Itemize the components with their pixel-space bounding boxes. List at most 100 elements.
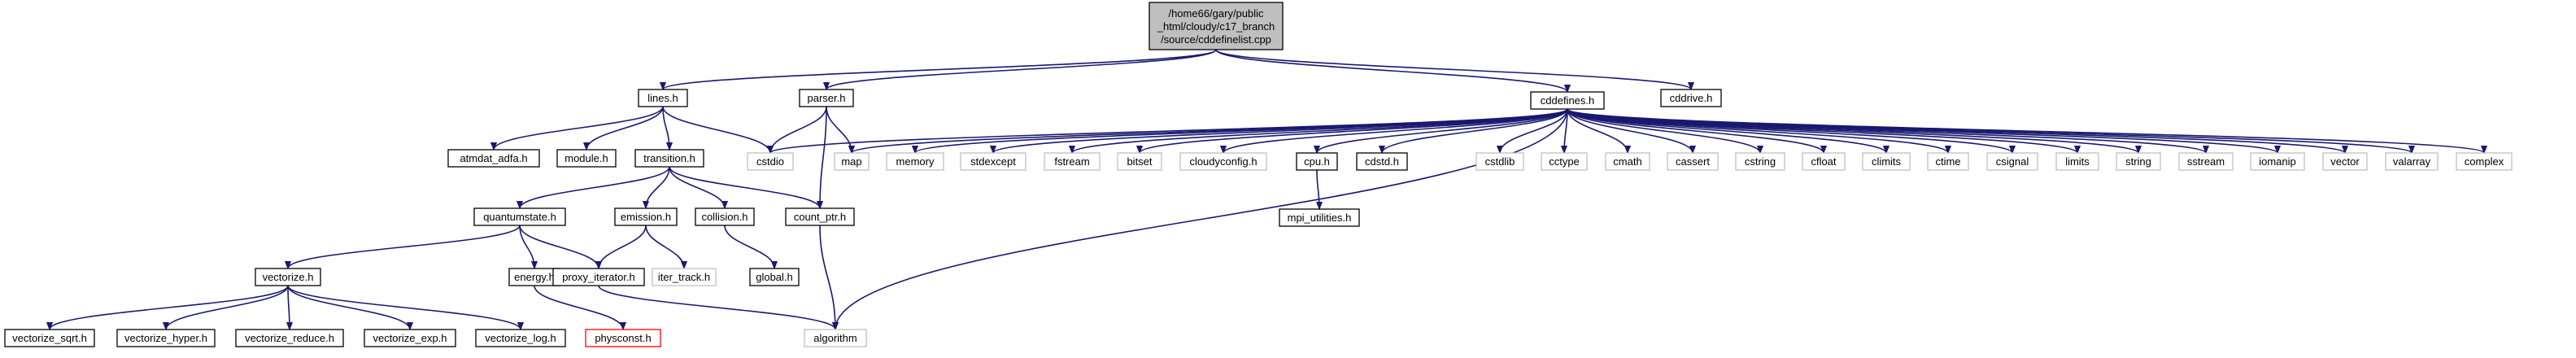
node-cloudyconfig[interactable]: cloudyconfig.h [1179, 152, 1267, 171]
node-v-sqrt[interactable]: vectorize_sqrt.h [4, 329, 95, 347]
node-algorithm[interactable]: algorithm [804, 329, 867, 347]
root-file-label-line-3: /source/cddefinelist.cpp [1161, 33, 1271, 46]
node-fstream[interactable]: fstream [1044, 152, 1101, 171]
node-ctime[interactable]: ctime [1927, 152, 1969, 171]
node-csignal[interactable]: csignal [1986, 152, 2038, 171]
edge-collision-to-global [724, 225, 774, 269]
edge-energy-to-physconst [534, 285, 623, 330]
node-cddefines[interactable]: cddefines.h [1530, 91, 1605, 110]
node-proxy-iterator[interactable]: proxy_iterator.h [552, 268, 645, 286]
edge-vectorize-to-v_log [287, 285, 521, 330]
node-box [652, 268, 717, 286]
node-box [1179, 152, 1267, 171]
node-string[interactable]: string [2116, 152, 2161, 171]
node-count-ptr[interactable]: count_ptr.h [785, 207, 855, 226]
node-cstdio[interactable]: cstdio [747, 152, 794, 171]
node-limits[interactable]: limits [2055, 152, 2099, 171]
node-bitset[interactable]: bitset [1117, 152, 1162, 171]
node-v-log[interactable]: vectorize_log.h [475, 329, 566, 347]
node-atmdat[interactable]: atmdat_adfa.h [447, 149, 540, 168]
node-label: iomanip [2259, 155, 2296, 168]
node-label: vectorize_reduce.h [245, 332, 334, 344]
node-box [834, 152, 870, 171]
node-box [799, 89, 854, 107]
node-global[interactable]: global.h [749, 268, 800, 286]
edge-cddefines-to-climits [1567, 108, 1886, 154]
edge-vectorize-to-v_hyper [166, 285, 289, 330]
node-emission[interactable]: emission.h [614, 207, 678, 226]
node-cddrive[interactable]: cddrive.h [1660, 89, 1722, 107]
node-iter-track[interactable]: iter_track.h [652, 268, 717, 286]
node-cpu[interactable]: cpu.h [1296, 152, 1338, 171]
edge-cddefines-to-algorithm [835, 108, 1568, 330]
node-climits[interactable]: climits [1862, 152, 1911, 171]
edge-cddefines-to-cpu [1317, 108, 1568, 154]
node-box [475, 329, 566, 347]
node-box [1279, 208, 1360, 227]
node-label: cassert [1676, 155, 1710, 168]
node-box [804, 329, 867, 347]
node-box [473, 207, 566, 226]
node-v-exp[interactable]: vectorize_exp.h [364, 329, 456, 347]
node-transition[interactable]: transition.h [634, 149, 704, 168]
edge-cddefines-to-cassert [1567, 108, 1693, 154]
edge-proxy_iterator-to-algorithm [598, 285, 835, 330]
node-lines[interactable]: lines.h [638, 89, 688, 107]
node-box [364, 329, 456, 347]
node-complex[interactable]: complex [2456, 152, 2513, 171]
node-v-reduce[interactable]: vectorize_reduce.h [235, 329, 344, 347]
node-box [1667, 152, 1719, 171]
node-box [1605, 152, 1650, 171]
node-module[interactable]: module.h [556, 149, 617, 168]
root-file-node[interactable]: /home66/gary/public _html/cloudy/c17_bra… [1149, 2, 1284, 50]
node-cmath[interactable]: cmath [1605, 152, 1650, 171]
node-iomanip[interactable]: iomanip [2250, 152, 2305, 171]
node-physconst[interactable]: physconst.h [585, 329, 661, 347]
node-cassert[interactable]: cassert [1667, 152, 1719, 171]
node-box [552, 268, 645, 286]
node-cfloat[interactable]: cfloat [1802, 152, 1846, 171]
node-box [634, 149, 704, 168]
node-cdstd[interactable]: cdstd.h [1356, 152, 1408, 171]
node-map[interactable]: map [834, 152, 870, 171]
edge-cddefines-to-fstream [1072, 108, 1568, 154]
node-cstdlib[interactable]: cstdlib [1475, 152, 1524, 171]
edge-count_ptr-to-algorithm [819, 225, 835, 330]
node-box [1927, 152, 1969, 171]
node-collision[interactable]: collision.h [695, 207, 755, 226]
node-valarray[interactable]: valarray [2385, 152, 2439, 171]
node-parser[interactable]: parser.h [799, 89, 854, 107]
node-box [749, 268, 800, 286]
node-cctype[interactable]: cctype [1541, 152, 1588, 171]
node-stdexcept[interactable]: stdexcept [960, 152, 1026, 171]
node-box [1802, 152, 1846, 171]
node-quantumstate[interactable]: quantumstate.h [473, 207, 566, 226]
node-box [1475, 152, 1524, 171]
node-label: bitset [1127, 155, 1152, 168]
node-energy[interactable]: energy.h [508, 268, 560, 286]
edge-cddefines-to-iomanip [1567, 108, 2277, 154]
node-label: vectorize_log.h [485, 332, 556, 344]
node-cstring[interactable]: cstring [1735, 152, 1785, 171]
node-box [2055, 152, 2099, 171]
dependency-nodes: /home66/gary/public _html/cloudy/c17_bra… [4, 2, 2513, 347]
edge-quantumstate-to-vectorize [288, 225, 521, 269]
edge-vectorize-to-v_reduce [288, 285, 290, 330]
node-label: cloudyconfig.h [1189, 155, 1257, 168]
node-vector[interactable]: vector [2322, 152, 2368, 171]
node-box [556, 149, 617, 168]
edge-root-to-cddrive [1215, 49, 1691, 90]
node-label: cstring [1745, 155, 1776, 168]
node-box [638, 89, 688, 107]
node-sstream[interactable]: sstream [2178, 152, 2234, 171]
node-label: climits [1872, 155, 1902, 168]
node-v-hyper[interactable]: vectorize_hyper.h [116, 329, 216, 347]
node-mpi-utilities[interactable]: mpi_utilities.h [1279, 208, 1360, 227]
node-vectorize[interactable]: vectorize.h [255, 268, 321, 286]
node-label: cddefines.h [1541, 94, 1595, 107]
node-label: physconst.h [595, 332, 651, 344]
node-memory[interactable]: memory [886, 152, 944, 171]
node-label: transition.h [643, 152, 695, 164]
node-box [960, 152, 1026, 171]
dependency-edges [50, 49, 2484, 330]
